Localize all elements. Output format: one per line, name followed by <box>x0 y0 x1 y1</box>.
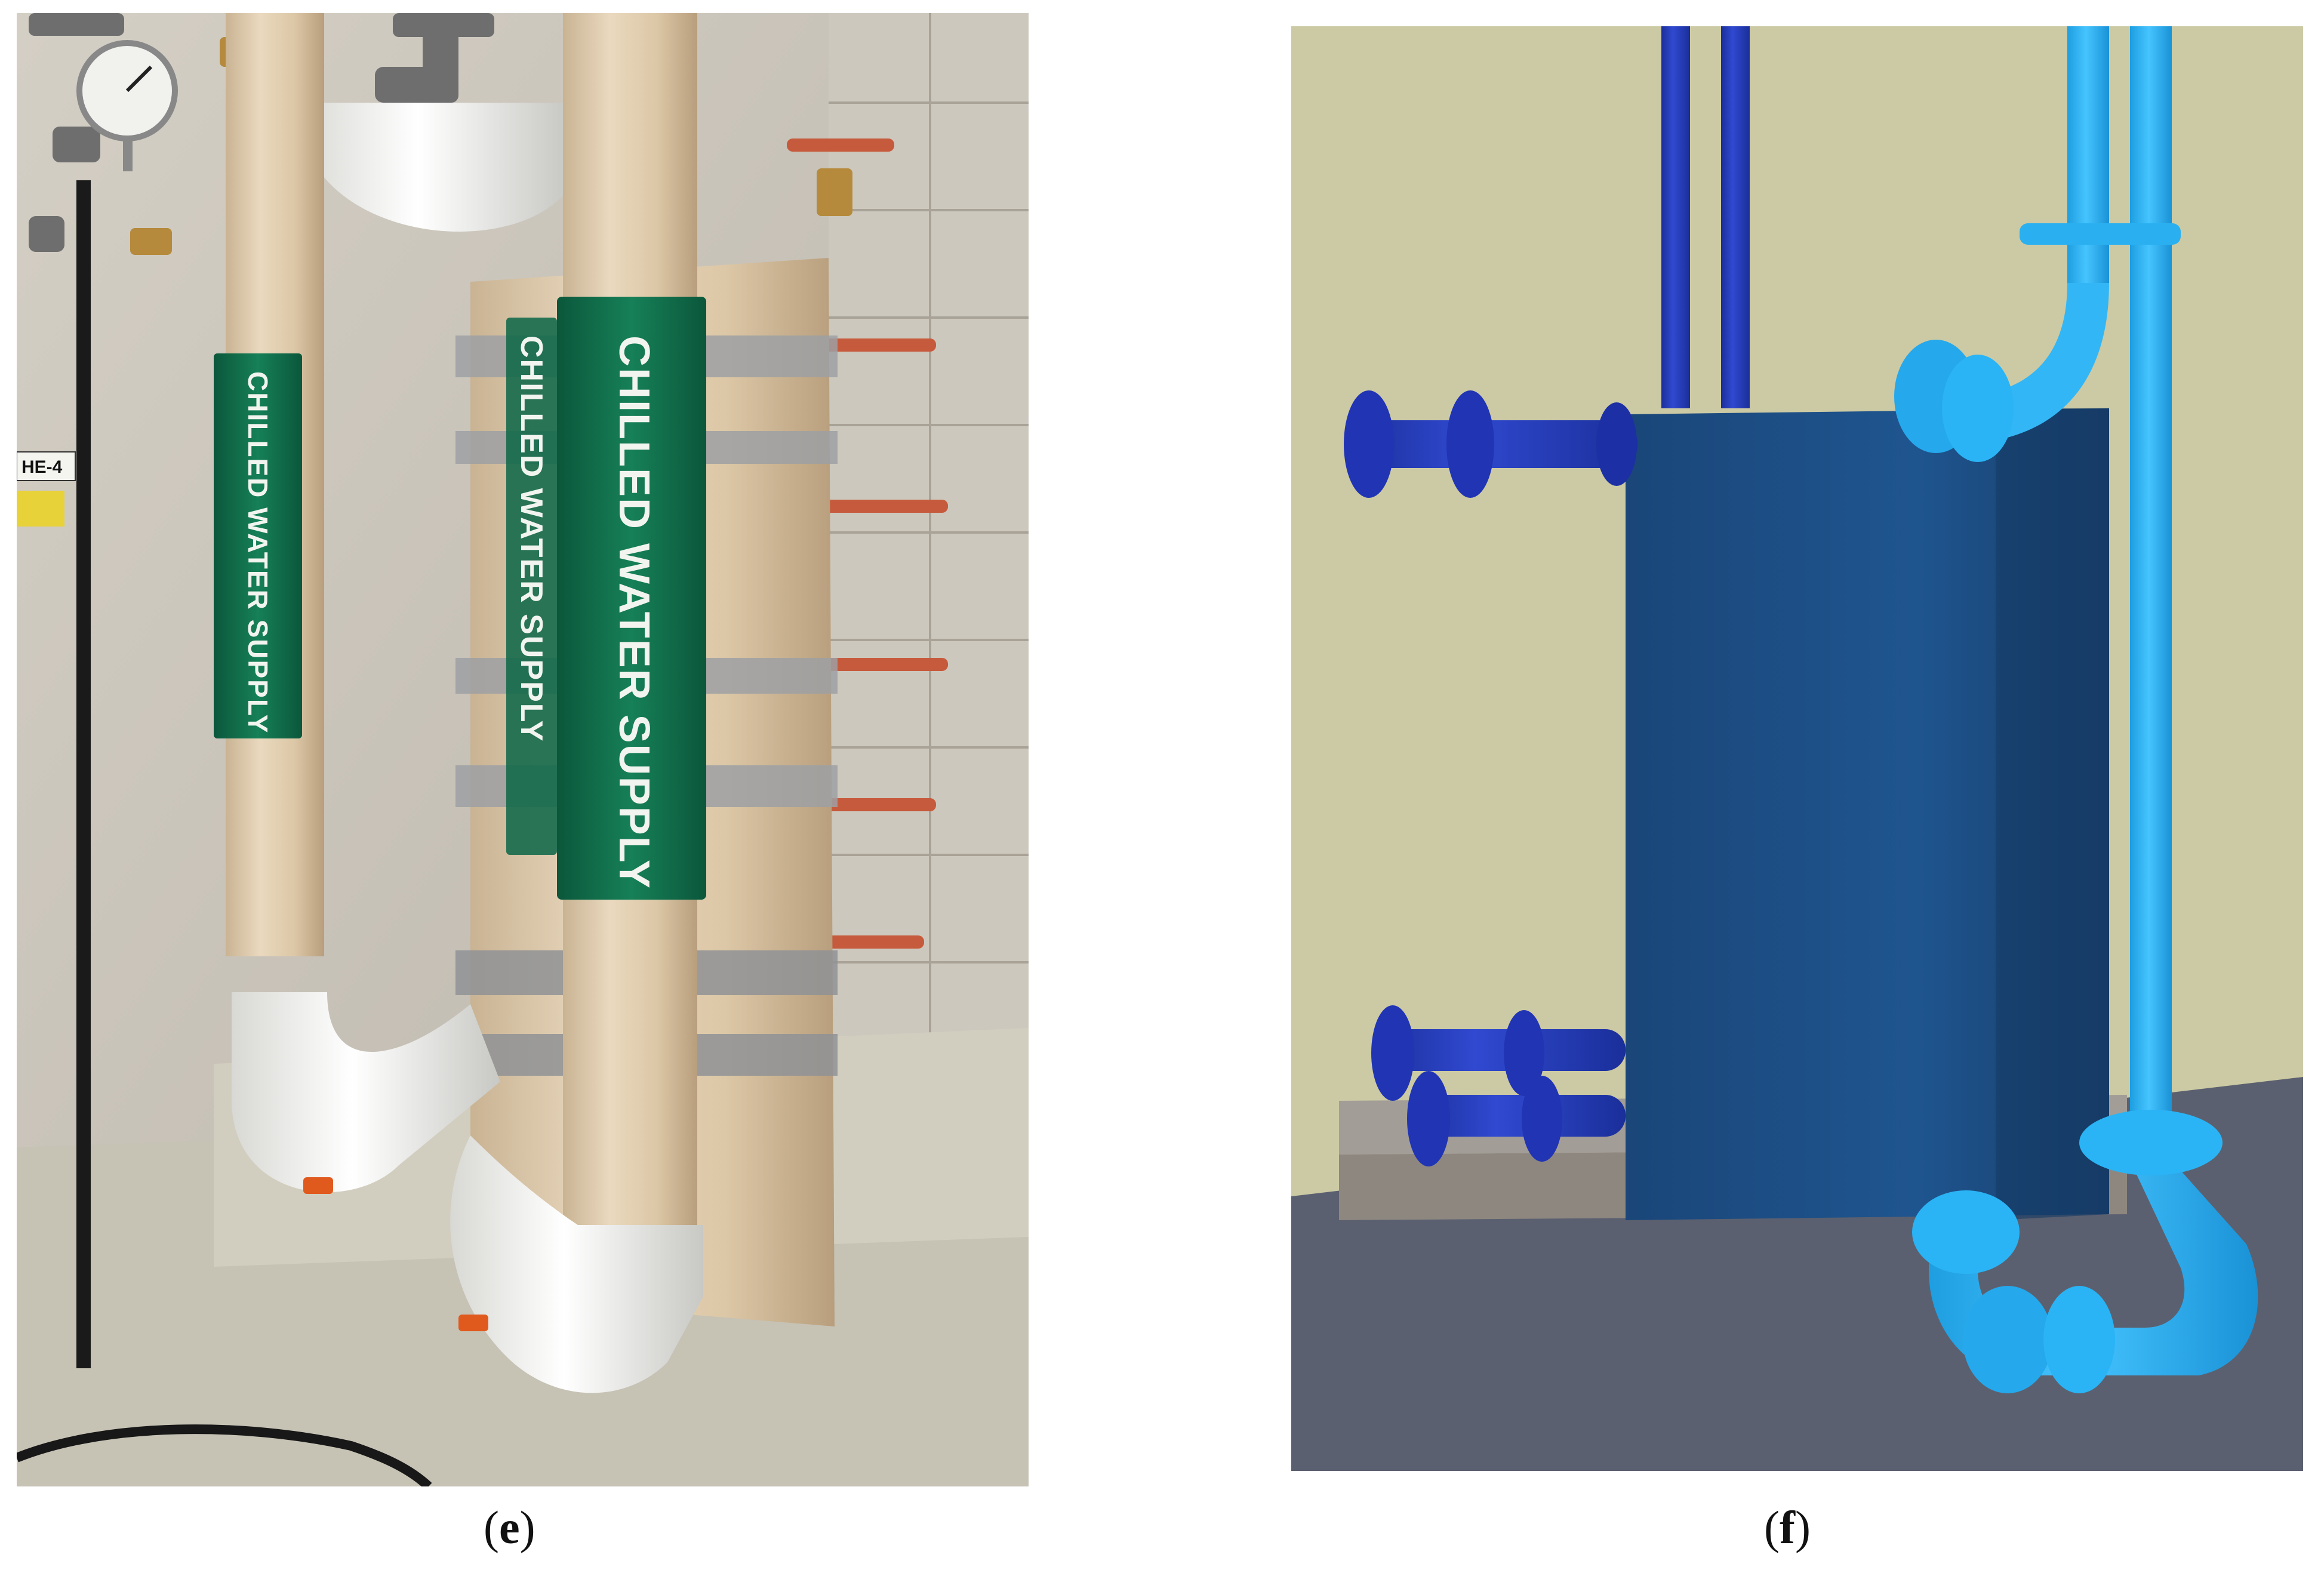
floor-hose <box>17 1424 432 1486</box>
copper-pipes <box>787 138 948 949</box>
caption-f-letter: f <box>1779 1501 1795 1553</box>
equipment-tag: HE-4 <box>17 451 76 527</box>
render-illustration <box>1291 26 2303 1471</box>
equipment-tag-text: HE-4 <box>21 457 63 477</box>
caption-f: (f) <box>1764 1501 1811 1553</box>
model-pipe-light <box>1894 26 2258 1393</box>
pvc-elbow-bottom-right <box>450 1135 703 1393</box>
pvc-elbow-bottom-left <box>232 992 500 1193</box>
steel-fittings <box>29 13 494 252</box>
photo-panel: HE-4 <box>17 13 1029 1486</box>
black-conduit <box>76 180 91 1368</box>
caption-e: (e) <box>484 1501 535 1553</box>
render-panel <box>1291 26 2303 1471</box>
model-pipe-dark-vertical-1 <box>1661 26 1690 408</box>
right-pipe-label: CHILLED WATER SUPPLY <box>557 297 706 900</box>
pvc-elbow-top <box>297 103 566 232</box>
model-heat-exchanger <box>1626 408 2109 1220</box>
rear-pipe-label: CHILLED WATER SUPPLY <box>506 318 557 855</box>
left-pipe-label: CHILLED WATER SUPPLY <box>214 353 302 738</box>
rear-pipe-label-text: CHILLED WATER SUPPLY <box>514 335 549 742</box>
model-pipe-dark-vertical-2 <box>1721 26 1750 408</box>
right-pipe-label-text: CHILLED WATER SUPPLY <box>610 335 658 889</box>
model-pipe-dark-top <box>1344 390 1637 498</box>
photo-illustration: HE-4 <box>17 13 1029 1486</box>
drain-valves <box>303 1177 488 1331</box>
left-pipe-label-text: CHILLED WATER SUPPLY <box>242 371 273 734</box>
pressure-gauge <box>76 40 178 171</box>
caption-e-letter: e <box>498 1501 520 1553</box>
block-wall <box>829 13 1029 1147</box>
model-pipe-dark-bottom <box>1371 1005 1626 1166</box>
